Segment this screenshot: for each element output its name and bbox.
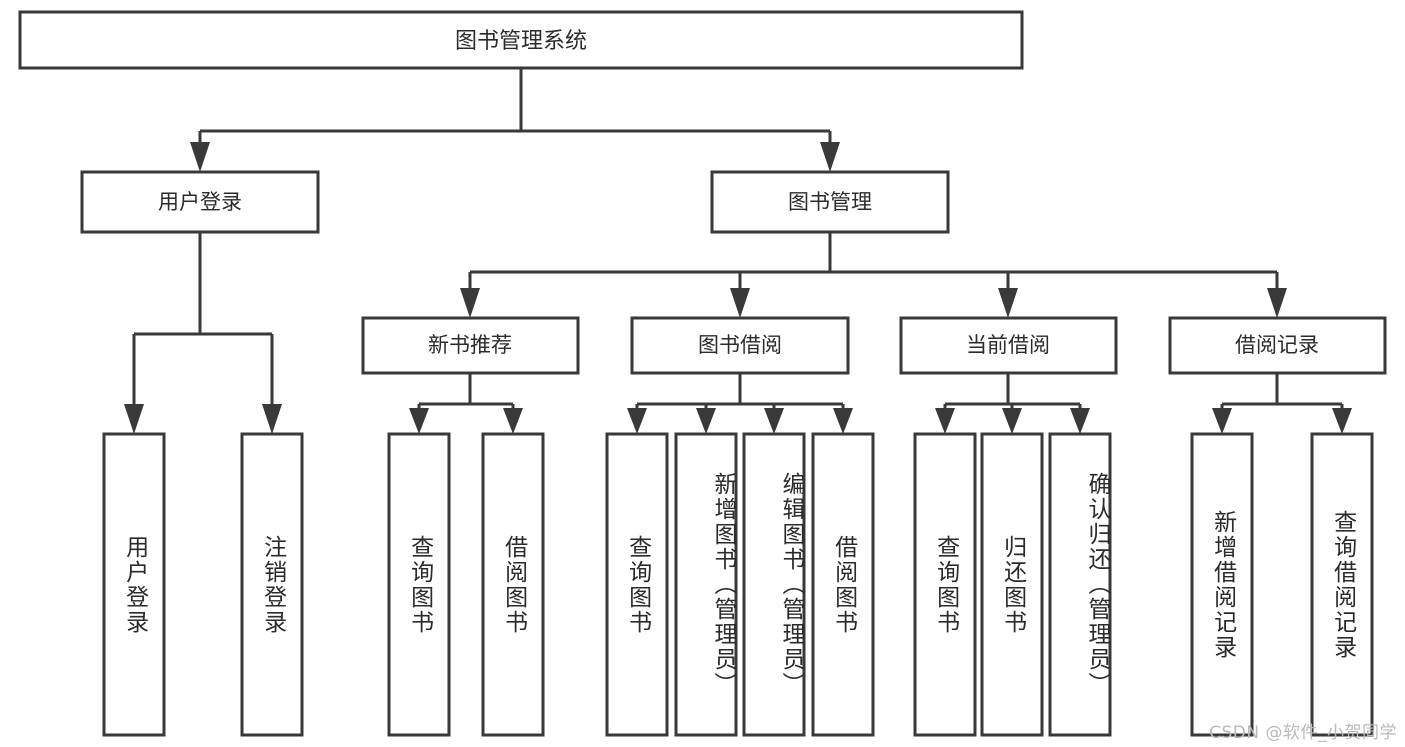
arrowhead-new-book-recommend <box>460 288 480 318</box>
node-root-label: 图书管理系统 <box>455 29 587 54</box>
leaf-box-bb-edit-book[interactable] <box>742 432 806 737</box>
arrowhead-leaf-logout <box>262 404 282 434</box>
leaf-box-logout[interactable] <box>240 432 304 737</box>
arrowhead-cb-confirm-return <box>1070 408 1090 434</box>
node-book-manage[interactable]: 图书管理 <box>710 170 950 234</box>
node-new-book-recommend[interactable]: 新书推荐 <box>361 316 580 375</box>
arrowhead-nbr-query-book <box>409 408 429 434</box>
node-book-borrow-box[interactable] <box>630 316 850 375</box>
leaf-box-bb-borrow-book[interactable] <box>811 432 875 737</box>
node-book-manage-box[interactable] <box>710 170 950 234</box>
leaf-box-cb-query-book[interactable] <box>913 432 977 737</box>
connector-group-book-borrow <box>627 373 853 434</box>
arrowhead-borrow-record <box>1267 288 1287 318</box>
arrowhead-nbr-borrow-book <box>503 408 523 434</box>
arrowhead-br-query-record <box>1332 408 1352 434</box>
leaf-box-user-login[interactable] <box>102 432 166 737</box>
arrowhead-br-add-record <box>1212 408 1232 434</box>
node-user-login[interactable]: 用户登录 <box>80 170 320 234</box>
node-borrow-record-box[interactable] <box>1168 316 1387 375</box>
connector-group-current-borrow <box>935 373 1090 434</box>
node-current-borrow-label: 当前借阅 <box>966 333 1050 357</box>
node-book-borrow[interactable]: 图书借阅 <box>630 316 850 375</box>
arrowhead-book-manage <box>820 142 840 172</box>
leaf-box-nbr-query-book[interactable] <box>387 432 451 737</box>
node-new-book-recommend-box[interactable] <box>361 316 580 375</box>
node-root-box[interactable] <box>18 10 1024 70</box>
arrowhead-user-login <box>190 142 210 172</box>
arrowhead-bb-borrow-book <box>833 408 853 434</box>
arrowhead-bb-edit-book <box>764 408 784 434</box>
arrowhead-current-borrow <box>998 288 1018 318</box>
arrowhead-cb-query-book <box>935 408 955 434</box>
connector-group-borrow-record <box>1212 373 1352 434</box>
node-user-login-box[interactable] <box>80 170 320 234</box>
node-root[interactable]: 图书管理系统 <box>18 10 1024 70</box>
connector-group-book-manage <box>460 232 1287 318</box>
leaf-box-cb-return-book[interactable] <box>980 432 1044 737</box>
arrowhead-bb-add-book <box>696 408 716 434</box>
leaf-box-nbr-borrow-book[interactable] <box>481 432 545 737</box>
node-book-borrow-label: 图书借阅 <box>698 333 782 357</box>
node-book-manage-label: 图书管理 <box>788 190 872 214</box>
arrowhead-bb-query-book <box>627 408 647 434</box>
leaf-boxes <box>102 432 1374 737</box>
node-borrow-record-label: 借阅记录 <box>1235 333 1319 357</box>
connector-group-root <box>190 68 840 172</box>
node-user-login-label: 用户登录 <box>158 190 242 214</box>
leaf-box-br-add-record[interactable] <box>1190 432 1254 737</box>
arrowhead-leaf-user-login <box>124 404 144 434</box>
leaf-box-bb-query-book[interactable] <box>605 432 669 737</box>
leaf-box-br-query-record[interactable] <box>1310 432 1374 737</box>
leaf-box-bb-add-book[interactable] <box>674 432 738 737</box>
node-new-book-recommend-label: 新书推荐 <box>428 333 512 357</box>
node-current-borrow-box[interactable] <box>899 316 1118 375</box>
leaf-box-cb-confirm-return[interactable] <box>1048 432 1112 737</box>
arrowhead-book-borrow <box>730 288 750 318</box>
connector-group-user-login <box>124 232 282 434</box>
node-borrow-record[interactable]: 借阅记录 <box>1168 316 1387 375</box>
node-current-borrow[interactable]: 当前借阅 <box>899 316 1118 375</box>
arrowhead-cb-return-book <box>1002 408 1022 434</box>
connector-group-new-book-recommend <box>409 373 523 434</box>
